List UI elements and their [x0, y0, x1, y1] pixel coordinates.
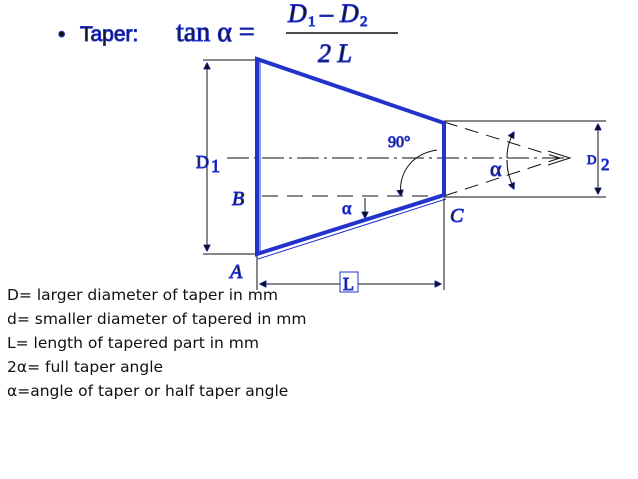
- angle-90-label: 90°: [388, 134, 410, 151]
- bullet-glyph: •: [58, 23, 65, 46]
- formula-denominator: 2 L: [318, 39, 352, 68]
- point-c-label: C: [450, 205, 464, 227]
- d1-label: D: [196, 152, 209, 172]
- legend-line-d: D= larger diameter of taper in mm: [7, 286, 278, 304]
- numerator-d2: D: [339, 0, 359, 28]
- right-angle-arc: [401, 149, 438, 196]
- point-a-label: A: [228, 261, 243, 283]
- alpha-large-arc-lower: [506, 159, 514, 189]
- centerline-arrowhead: [547, 150, 572, 166]
- formula-lhs: tan α =: [176, 17, 255, 48]
- legend-line-half-angle: α=angle of taper or half taper angle: [7, 382, 289, 400]
- numerator-d1: D: [287, 0, 307, 28]
- alpha-small-label: α: [342, 198, 352, 218]
- d2-subscript: 2: [601, 155, 610, 174]
- formula-numerator: D 1 – D 2: [287, 0, 369, 31]
- alpha-large-arc-upper: [506, 132, 514, 159]
- projection-line-upper: [443, 121, 561, 159]
- alpha-large-label: α: [490, 156, 502, 181]
- numerator-d1-subscript: 1: [308, 14, 316, 30]
- numerator-d2-subscript: 2: [360, 14, 368, 30]
- header-label: Taper:: [80, 23, 138, 46]
- l-label: L: [343, 274, 354, 294]
- d1-subscript: 1: [211, 156, 220, 176]
- taper-slant-shadow: [257, 198, 447, 260]
- legend-line-small-d: d= smaller diameter of tapered in mm: [7, 310, 307, 328]
- point-b-label: B: [232, 188, 244, 210]
- taper-outline: [255, 56, 446, 257]
- legend-line-l: L= length of tapered part in mm: [7, 334, 260, 352]
- l-label-bg: [339, 271, 359, 293]
- legend-line-full-angle: 2α= full taper angle: [7, 358, 164, 376]
- projection-line-lower: [443, 157, 561, 197]
- definitions-legend: D= larger diameter of taper in mm d= sma…: [7, 283, 306, 403]
- d2-label: D: [587, 152, 596, 167]
- numerator-minus: –: [319, 0, 334, 28]
